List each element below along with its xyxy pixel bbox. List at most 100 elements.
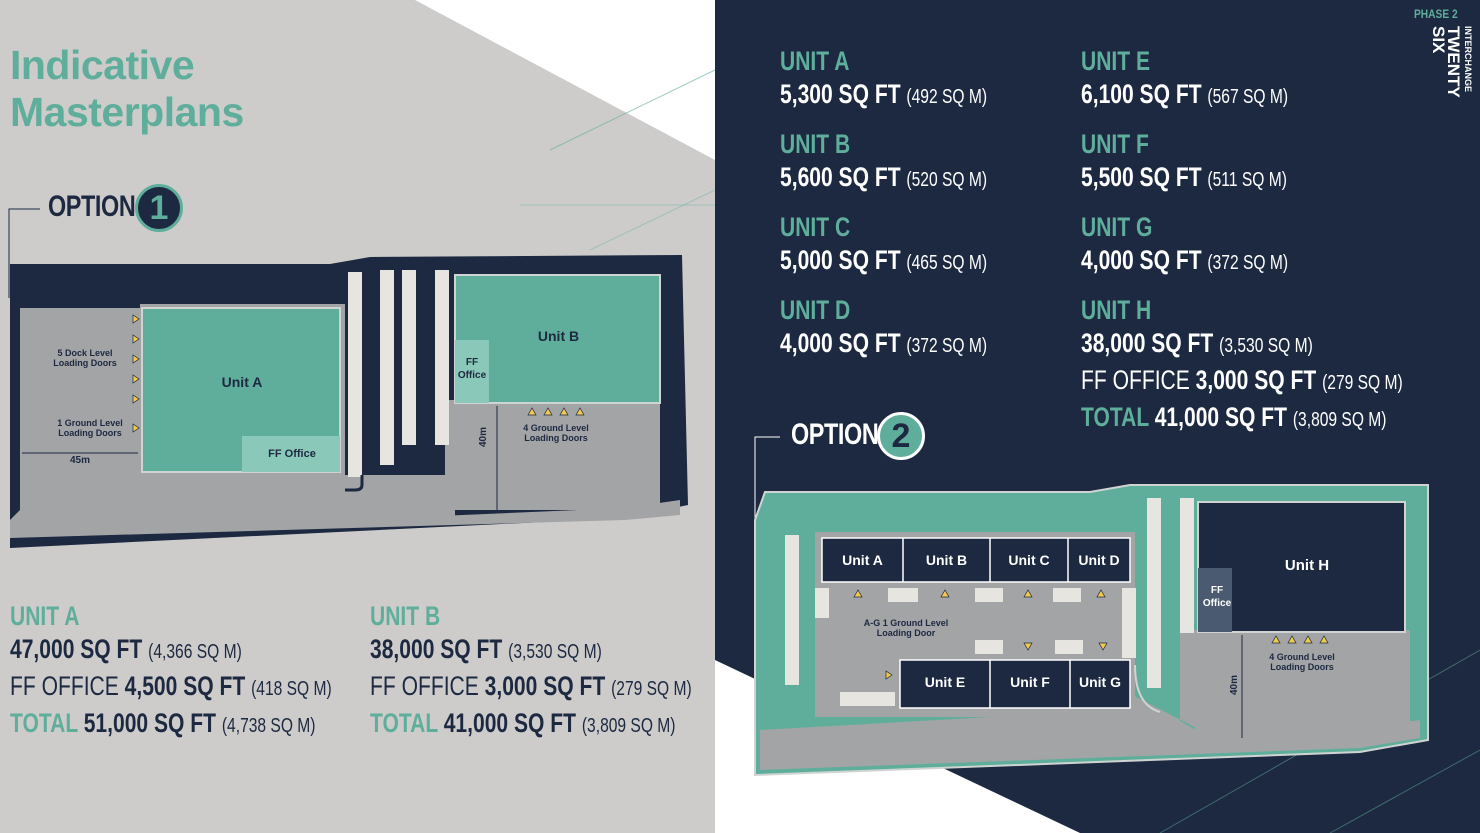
plan1-unit-a-office bbox=[242, 436, 340, 472]
option2-specs-left: UNIT A 5,300 SQ FT (492 SQ M) UNIT B 5,6… bbox=[780, 45, 987, 377]
spec2-h-total-label: TOTAL bbox=[1081, 402, 1149, 432]
spec2-b-area-m: (520 SQ M) bbox=[906, 169, 988, 191]
option1-label: OPTION bbox=[48, 190, 136, 223]
spec2-unit-f: UNIT F 5,500 SQ FT (511 SQ M) bbox=[1081, 128, 1403, 211]
plan2-unit-a-label: Unit A bbox=[842, 552, 883, 568]
spec2-d-area: 4,000 SQ FT bbox=[780, 328, 901, 358]
spec2-h-total: 41,000 SQ FT bbox=[1154, 402, 1288, 432]
spec1-b-total-label: TOTAL bbox=[370, 708, 438, 738]
plan1-ground-doors-b-line1: 4 Ground Level bbox=[523, 423, 589, 433]
spec1-a-office: 4,500 SQ FT bbox=[124, 671, 246, 701]
brand-name-line2: TWENTY bbox=[1444, 26, 1463, 98]
plan1-dim-40: 40m bbox=[478, 426, 489, 447]
spec2-unit-b: UNIT B 5,600 SQ FT (520 SQ M) bbox=[780, 128, 987, 211]
spec2-unit-d: UNIT D 4,000 SQ FT (372 SQ M) bbox=[780, 294, 987, 377]
option2-site-plan bbox=[754, 484, 1429, 777]
plan2-ag-doors-line2: Loading Door bbox=[876, 628, 936, 638]
spec2-unit-e: UNIT E 6,100 SQ FT (567 SQ M) bbox=[1081, 45, 1403, 128]
spec1-b-office-m: (279 SQ M) bbox=[611, 678, 692, 700]
option1-spec-unit-b: UNIT B 38,000 SQ FT (3,530 SQ M) FF OFFI… bbox=[370, 600, 692, 743]
spec2-h-total-m: (3,809 SQ M) bbox=[1292, 409, 1387, 431]
option1-bracket bbox=[8, 208, 40, 298]
spec2-a-area-m: (492 SQ M) bbox=[906, 86, 988, 108]
plan2-h-doors-label: 4 Ground Level Loading Doors bbox=[1252, 652, 1352, 672]
plan2-unit-h-office bbox=[1198, 568, 1232, 632]
option1-number-text: 1 bbox=[149, 188, 169, 227]
spec1-a-office-label: FF OFFICE bbox=[10, 671, 119, 701]
spec1-a-area: 47,000 SQ FT bbox=[10, 634, 143, 664]
plan2-unit-b-label: Unit B bbox=[925, 552, 968, 568]
spec2-a-title: UNIT A bbox=[780, 46, 850, 76]
plan1-dim-45: 45m bbox=[70, 455, 91, 466]
spec2-g-title: UNIT G bbox=[1081, 212, 1153, 242]
option1-site-plan bbox=[10, 255, 688, 548]
option1-number: 1 bbox=[135, 184, 183, 232]
plan1-ff-office-a: FF Office bbox=[268, 448, 316, 460]
plan2-unit-c-label: Unit C bbox=[1008, 552, 1050, 568]
spec1-b-area-m: (3,530 SQ M) bbox=[508, 641, 602, 663]
plan2-unit-e-label: Unit E bbox=[924, 674, 966, 690]
spec2-h-area-m: (3,530 SQ M) bbox=[1219, 335, 1313, 357]
option2-label: OPTION bbox=[791, 418, 879, 451]
spec2-unit-h: UNIT H 38,000 SQ FT (3,530 SQ M) FF OFFI… bbox=[1081, 294, 1403, 437]
spec2-b-title: UNIT B bbox=[780, 129, 851, 159]
spec2-f-title: UNIT F bbox=[1081, 129, 1149, 159]
plan1-dimension-lines bbox=[22, 406, 498, 510]
brand-phase: PHASE 2 bbox=[1414, 7, 1458, 21]
spec1-b-title: UNIT B bbox=[370, 601, 441, 631]
plan2-ag-doors-label: A-G 1 Ground Level Loading Door bbox=[846, 618, 966, 638]
spec2-unit-g: UNIT G 4,000 SQ FT (372 SQ M) bbox=[1081, 211, 1403, 294]
spec2-d-area-m: (372 SQ M) bbox=[906, 335, 988, 357]
plan2-unit-h-label: Unit H bbox=[1284, 557, 1330, 574]
spec2-h-area: 38,000 SQ FT bbox=[1081, 328, 1214, 358]
spec2-h-office-label: FF OFFICE bbox=[1081, 365, 1190, 395]
spec1-b-total: 41,000 SQ FT bbox=[443, 708, 577, 738]
spec2-b-area: 5,600 SQ FT bbox=[780, 162, 901, 192]
plan1-unit-b-label: Unit B bbox=[537, 328, 580, 344]
spec2-h-office: 3,000 SQ FT bbox=[1195, 365, 1317, 395]
spec1-a-total-m: (4,738 SQ M) bbox=[221, 715, 316, 737]
spec2-d-title: UNIT D bbox=[780, 295, 851, 325]
option2-bracket bbox=[754, 436, 780, 528]
plan1-ground-door-line2: Loading Doors bbox=[58, 428, 122, 438]
plan2-units-top bbox=[821, 537, 1131, 583]
spec2-g-area: 4,000 SQ FT bbox=[1081, 245, 1202, 275]
brand-logo: PHASE 2 INTERCHANGE TWENTY SIX bbox=[1414, 7, 1473, 98]
plan1-ground-door-line1: 1 Ground Level bbox=[57, 418, 123, 428]
spec1-a-title: UNIT A bbox=[10, 601, 80, 631]
spec2-h-title: UNIT H bbox=[1081, 295, 1152, 325]
spec2-e-area: 6,100 SQ FT bbox=[1081, 79, 1202, 109]
option2-number: 2 bbox=[877, 412, 925, 460]
plan1-ground-doors-b-line2: Loading Doors bbox=[524, 433, 588, 443]
spec2-c-area: 5,000 SQ FT bbox=[780, 245, 901, 275]
spec1-a-office-m: (418 SQ M) bbox=[251, 678, 332, 700]
plan1-door-markers bbox=[132, 314, 585, 433]
plan1-dock-doors-line1: 5 Dock Level bbox=[57, 348, 113, 358]
spec1-b-office: 3,000 SQ FT bbox=[484, 671, 606, 701]
plan1-unit-b-office bbox=[455, 340, 489, 403]
spec2-a-area: 5,300 SQ FT bbox=[780, 79, 901, 109]
plan2-h-doors-line1: 4 Ground Level bbox=[1269, 652, 1335, 662]
spec1-b-area: 38,000 SQ FT bbox=[370, 634, 503, 664]
plan2-dim-40: 40m bbox=[1229, 674, 1240, 695]
plan2-door-markers bbox=[853, 589, 1329, 680]
spec1-a-area-m: (4,366 SQ M) bbox=[148, 641, 242, 663]
title-line-1: Indicative bbox=[10, 42, 195, 88]
plan2-h-doors-line2: Loading Doors bbox=[1270, 662, 1334, 672]
option1-spec-unit-a: UNIT A 47,000 SQ FT (4,366 SQ M) FF OFFI… bbox=[10, 600, 332, 743]
plan2-ff-office-line1: FF bbox=[1210, 585, 1224, 596]
plan1-dock-doors-line2: Loading Doors bbox=[53, 358, 117, 368]
plan2-units-bottom bbox=[899, 659, 1131, 709]
spec1-a-total: 51,000 SQ FT bbox=[83, 708, 217, 738]
plan1-ff-office-b-line2: Office bbox=[457, 370, 487, 381]
spec2-unit-c: UNIT C 5,000 SQ FT (465 SQ M) bbox=[780, 211, 987, 294]
spec2-g-area-m: (372 SQ M) bbox=[1207, 252, 1289, 274]
spec2-f-area: 5,500 SQ FT bbox=[1081, 162, 1202, 192]
plan2-ag-doors-line1: A-G 1 Ground Level bbox=[863, 618, 949, 628]
spec2-c-title: UNIT C bbox=[780, 212, 851, 242]
spec2-e-area-m: (567 SQ M) bbox=[1207, 86, 1289, 108]
plan1-ground-door-label: 1 Ground Level Loading Doors bbox=[40, 418, 140, 438]
plan1-unit-a-label: Unit A bbox=[221, 374, 263, 390]
spec1-b-office-label: FF OFFICE bbox=[370, 671, 479, 701]
spec1-a-total-label: TOTAL bbox=[10, 708, 78, 738]
